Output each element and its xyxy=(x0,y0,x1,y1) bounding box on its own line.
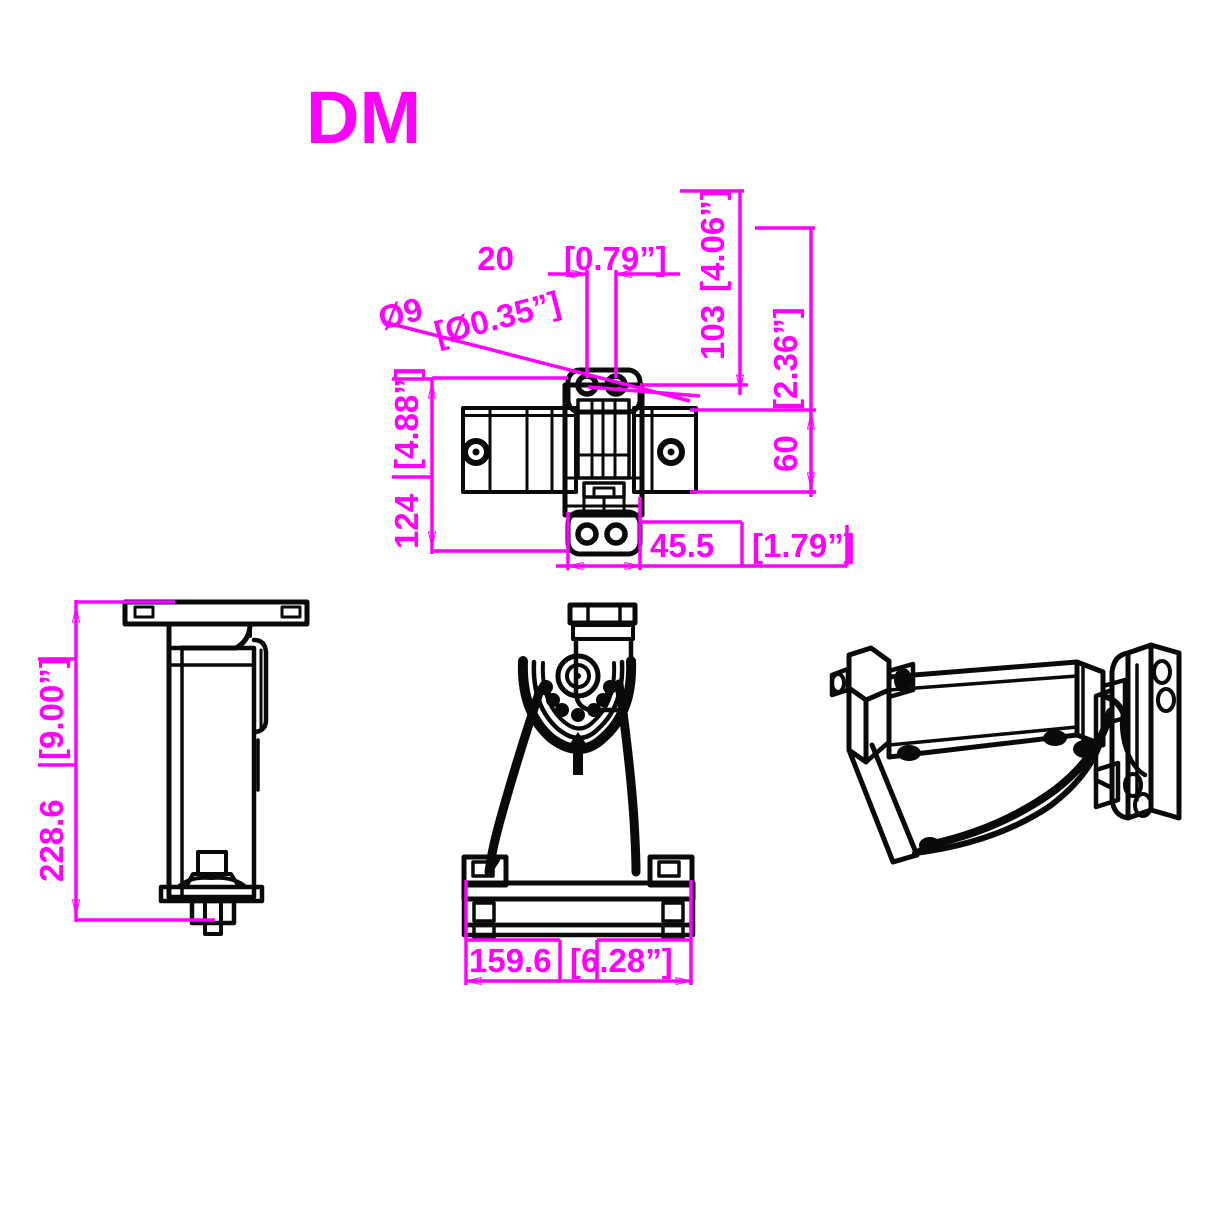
dimension-103: 103 [4.06”] xyxy=(640,189,748,395)
dimension-60-metric: 60 xyxy=(767,435,804,472)
dimension-45-5-imperial: [1.79”] xyxy=(752,527,855,564)
dimension-228-6: 228.6 [9.00”] xyxy=(33,600,215,922)
dimension-20: 20 [0.79”] xyxy=(477,240,680,378)
top-view-left-pivot-hole xyxy=(462,438,490,466)
page-title: DM xyxy=(306,76,421,159)
dimension-20-imperial: [0.79”] xyxy=(564,240,667,277)
front-view-pivot-boss xyxy=(555,653,601,699)
dimension-45-5: 45.5 [1.79”] xyxy=(556,497,855,571)
dimension-103-imperial: [4.06”] xyxy=(694,189,731,292)
iso-curved-brace xyxy=(912,693,1128,856)
front-view-base-rail-bottom xyxy=(461,922,696,938)
front-elevation-view xyxy=(461,602,696,941)
top-view-left-wing xyxy=(461,406,578,494)
top-view-hole-lower-left xyxy=(575,522,599,546)
top-view-center-body xyxy=(562,382,645,518)
dimension-124-metric: 124 xyxy=(388,493,425,549)
top-view-hole-lower-right xyxy=(604,522,628,546)
dimension-159-6-metric: 159.6 xyxy=(469,942,552,979)
left-view-column xyxy=(166,621,269,900)
top-view xyxy=(461,367,698,557)
front-view-base xyxy=(461,854,696,941)
dimension-228-6-imperial: [9.00”] xyxy=(33,657,70,760)
left-view-bottom-knob xyxy=(158,850,265,936)
left-view-ceiling-plate xyxy=(122,599,310,627)
dimension-124: 124 [4.88”] xyxy=(388,367,568,554)
dimension-159-6-imperial: [6.28”] xyxy=(570,942,673,979)
front-view-detent-teeth xyxy=(539,680,617,722)
dimension-124-imperial: [4.88”] xyxy=(388,367,425,470)
top-view-right-pivot-hole xyxy=(657,438,685,466)
dimension-45-5-metric: 45.5 xyxy=(650,527,714,564)
dimension-228-6-metric: 228.6 xyxy=(33,799,70,882)
front-view-index-arrow xyxy=(567,732,589,775)
left-elevation-view xyxy=(122,599,310,936)
iso-hinge-knuckle xyxy=(1093,677,1128,810)
dimension-103-metric: 103 xyxy=(694,305,731,360)
dimension-20-metric: 20 xyxy=(477,240,514,277)
dimension-60-imperial: [2.36”] xyxy=(767,307,804,410)
dimension-159-6: 159.6 [6.28”] xyxy=(464,880,693,986)
dimension-60: 60 [2.36”] xyxy=(690,226,816,497)
isometric-view xyxy=(829,642,1182,865)
